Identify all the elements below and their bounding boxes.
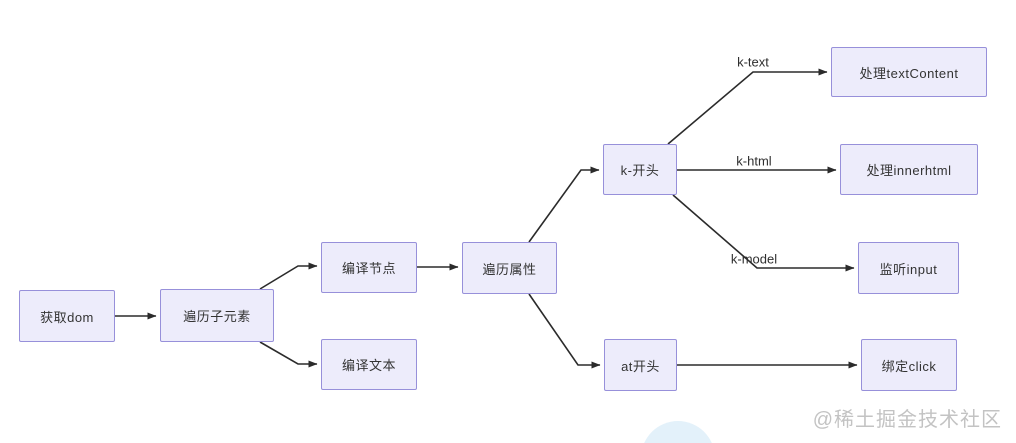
node-traverse-attrs: 遍历属性 — [462, 242, 557, 294]
node-bind-click: 绑定click — [861, 339, 957, 391]
edge-kprefix-to-listeninput — [672, 194, 855, 272]
edge-traverseattrs-to-kprefix — [528, 166, 600, 243]
edge-label-k-text: k-text — [737, 54, 769, 70]
watermark-text: @稀土掘金技术社区 — [812, 409, 1002, 431]
node-at-prefix: at开头 — [604, 339, 677, 391]
node-handle-textcontent: 处理textContent — [831, 47, 987, 97]
node-compile-node: 编译节点 — [321, 242, 417, 293]
node-get-dom: 获取dom — [19, 290, 115, 342]
edge-label-k-model: k-model — [730, 251, 778, 267]
node-compile-text: 编译文本 — [321, 339, 417, 390]
edge-kprefix-to-textcontent — [667, 68, 828, 145]
edge-label-k-html: k-html — [736, 153, 772, 169]
edge-traverseattrs-to-atprefix — [528, 293, 601, 369]
node-handle-innerhtml: 处理innerhtml — [840, 144, 978, 195]
decorative-blob — [644, 421, 712, 443]
node-traverse-children: 遍历子元素 — [160, 289, 274, 342]
node-k-prefix: k-开头 — [603, 144, 677, 195]
edge-traversechildren-to-compiletext — [259, 341, 318, 368]
edge-traversechildren-to-compilenode — [259, 262, 318, 290]
node-listen-input: 监听input — [858, 242, 959, 294]
